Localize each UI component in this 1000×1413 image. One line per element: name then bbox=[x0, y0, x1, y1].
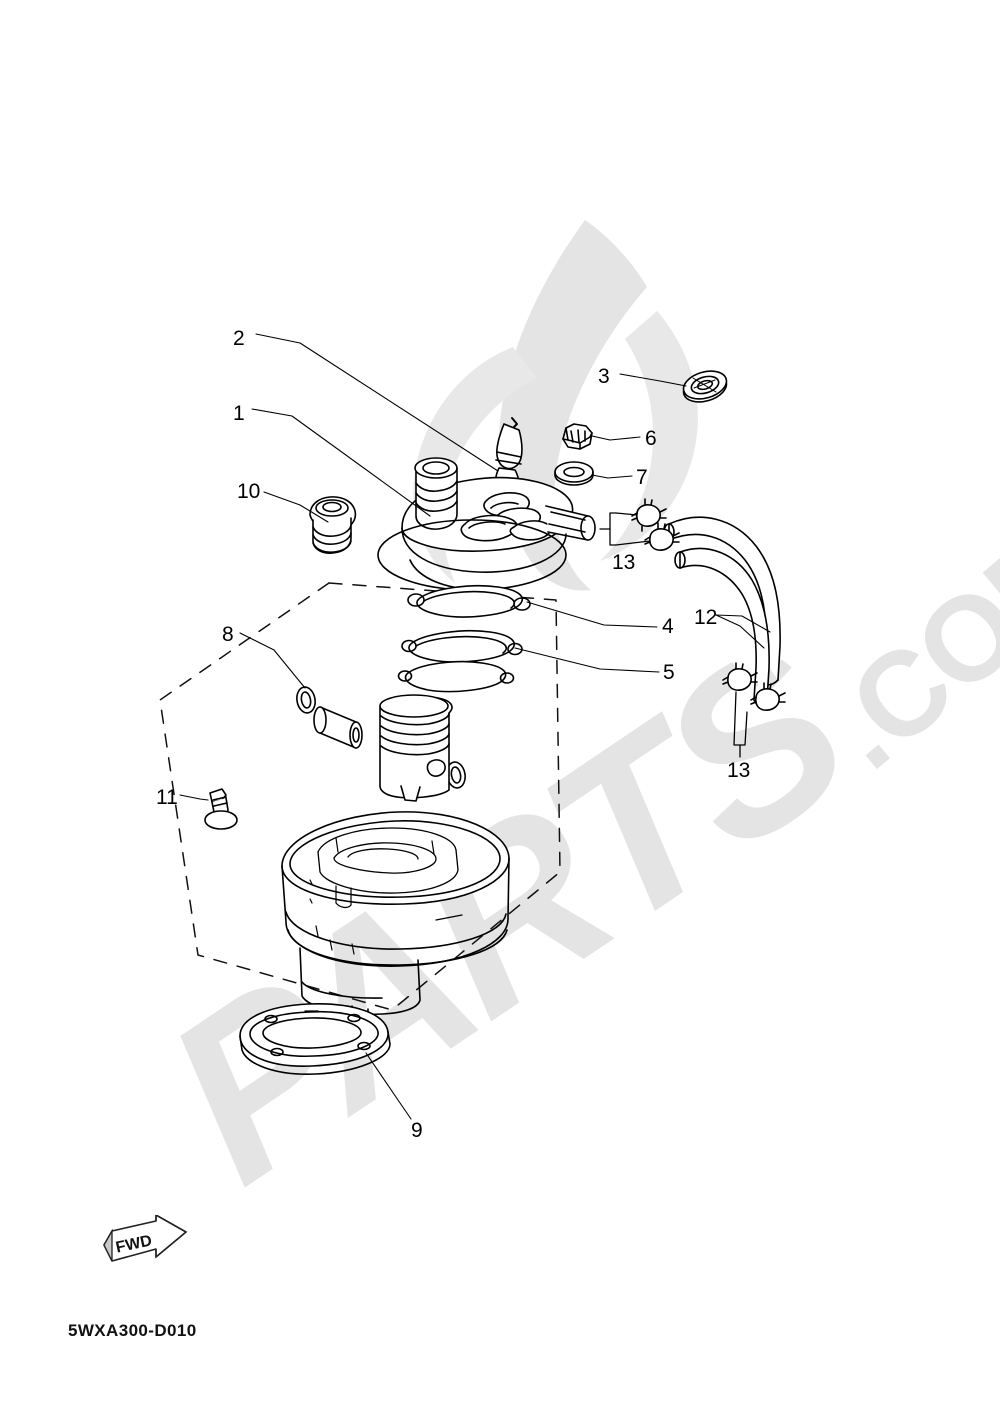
callout-9[interactable]: 9 bbox=[411, 1119, 423, 1142]
callout-1[interactable]: 1 bbox=[233, 402, 245, 425]
leader-lines bbox=[179, 333, 771, 1120]
callout-13-upper[interactable]: 13 bbox=[612, 551, 636, 574]
piston-pin-clip-part bbox=[296, 686, 466, 789]
nut-part bbox=[562, 423, 593, 450]
hose-clamp-upper-part bbox=[599, 498, 680, 551]
callout-4[interactable]: 4 bbox=[662, 615, 674, 638]
washer-part bbox=[554, 461, 594, 486]
bolt-part bbox=[204, 788, 238, 830]
cylinder-block-part bbox=[281, 811, 510, 1032]
callout-6[interactable]: 6 bbox=[645, 427, 657, 450]
hose-clamp-lower-part bbox=[722, 662, 786, 758]
callout-10[interactable]: 10 bbox=[237, 480, 261, 503]
piston-pin-part bbox=[313, 706, 363, 749]
spark-plug-washer-part bbox=[682, 370, 728, 403]
callout-7[interactable]: 7 bbox=[636, 466, 648, 489]
breather-hose-part bbox=[663, 516, 781, 706]
callout-12[interactable]: 12 bbox=[694, 606, 718, 629]
cylinder-head-plug-part bbox=[309, 496, 357, 554]
callout-5[interactable]: 5 bbox=[663, 661, 675, 684]
assembly-boundary bbox=[159, 582, 561, 1011]
callout-3[interactable]: 3 bbox=[598, 365, 610, 388]
callout-2[interactable]: 2 bbox=[233, 327, 245, 350]
piston-part bbox=[379, 694, 453, 802]
piston-rings-part bbox=[397, 584, 531, 693]
callout-11[interactable]: 11 bbox=[156, 786, 178, 809]
fwd-arrow-icon: FWD bbox=[103, 1215, 188, 1262]
part-number-label: 5WXA300-D010 bbox=[68, 1321, 197, 1340]
callout-8[interactable]: 8 bbox=[222, 623, 234, 646]
callout-13-lower[interactable]: 13 bbox=[727, 759, 751, 782]
cylinder-gasket-part bbox=[239, 1003, 391, 1075]
